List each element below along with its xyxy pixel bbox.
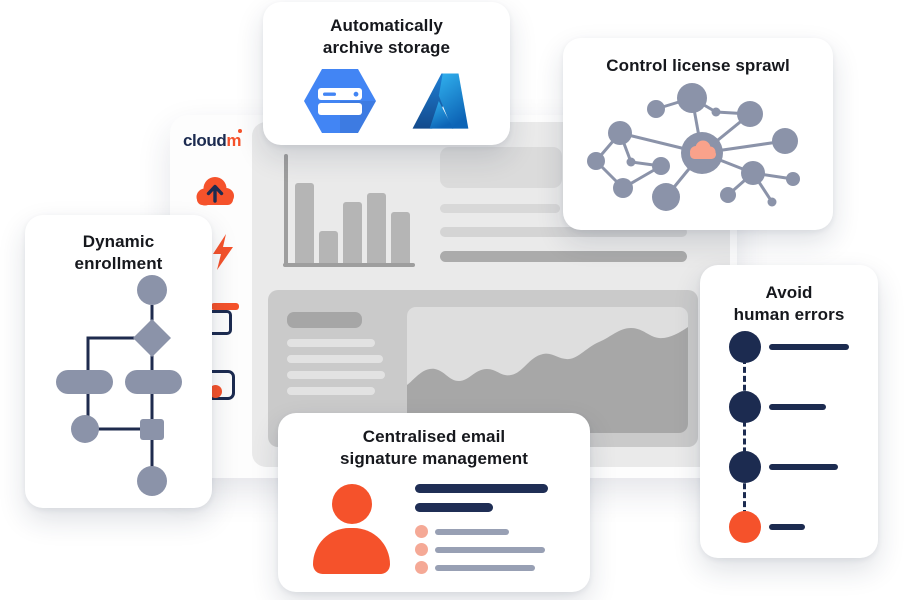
signature-text-line [435,546,545,553]
signature-bullet [415,543,428,556]
card-dynamic-enrollment: Dynamic enrollment [25,215,212,508]
license-network-graph [587,83,800,211]
area-chart-container [407,307,688,433]
skeleton-text-line [287,355,383,363]
card-avoid-human-errors: Avoid human errors [700,265,878,558]
storage-icons-row [263,68,510,134]
card-license-sprawl: Control license sprawl [563,38,833,230]
card-title: Control license sprawl [606,56,790,75]
bar [319,231,338,263]
lightning-icon [211,234,235,275]
area-chart [407,327,688,433]
card-title: Avoid human errors [733,283,845,324]
timeline-line [769,464,838,470]
skeleton-text-line [287,387,375,395]
skeleton-line-2 [440,227,687,237]
timeline-dashed-connector [743,349,746,525]
logo-text-accent: m [226,129,243,150]
signature-heading-line [415,503,493,512]
skeleton-button [287,312,362,328]
signature-bullet [415,561,428,574]
logo-text-primary: cloud [183,131,227,150]
card-email-signature: Centralised email signature management [278,413,590,592]
timeline-line [769,404,826,410]
bar-chart-x-axis [283,263,415,267]
card-title: Automatically archive storage [322,16,451,57]
cloud-upload-icon [192,172,238,217]
card-title: Dynamic enrollment [74,232,163,273]
timeline-line [769,344,849,350]
bar [343,202,362,263]
bar [295,183,314,263]
google-cloud-storage-icon [304,68,376,133]
signature-heading-line [415,484,548,493]
card-title: Centralised email signature management [339,427,529,468]
signature-bullet [415,525,428,538]
signature-text-line [435,528,509,535]
timeline-line [769,524,805,530]
signature-text-line [435,564,535,571]
card-archive-storage: Automatically archive storage [263,2,510,145]
skeleton-text-line [287,371,385,379]
timeline-dot [729,511,761,543]
logo-dot [238,129,243,133]
person-icon [332,484,372,524]
bar-chart-y-axis [284,154,288,267]
bar [367,193,386,263]
timeline-dot [729,391,761,423]
timeline-dot [729,331,761,363]
cloud-icon [690,140,716,159]
skeleton-text-line [287,339,375,347]
timeline-dot [729,451,761,483]
skeleton-heading-block [440,147,562,188]
skeleton-line-1 [440,204,560,213]
person-icon-body [313,528,390,574]
bar [391,212,410,263]
enrollment-flowchart [56,275,182,496]
skeleton-line-3 [440,251,687,262]
bar-chart-bars [295,154,420,263]
cloudm-logo: cloudm [183,129,243,151]
azure-icon [412,72,469,129]
